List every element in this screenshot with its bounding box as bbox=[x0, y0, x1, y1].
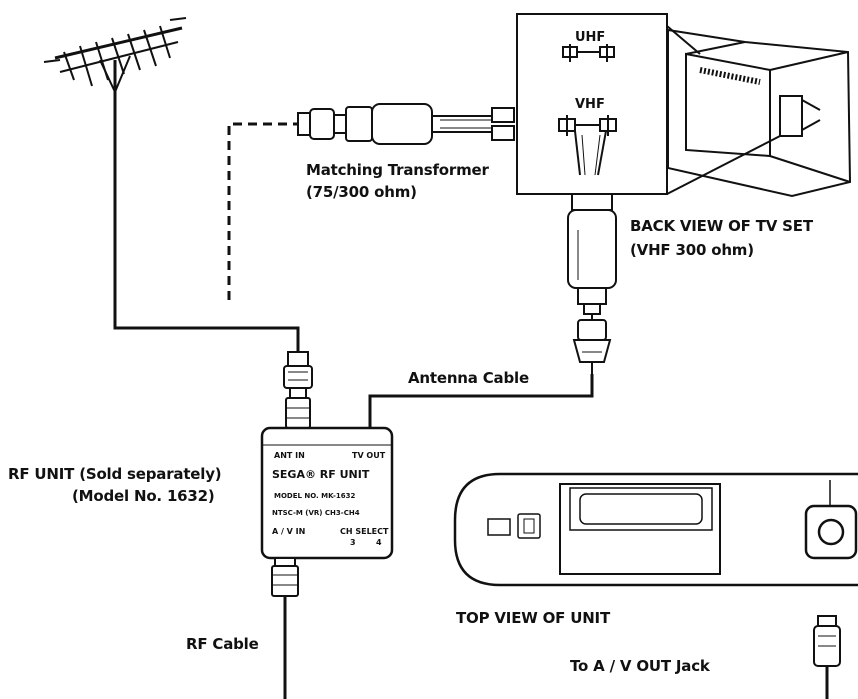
av-in-label: A / V IN bbox=[272, 527, 305, 536]
antenna-cable-line bbox=[368, 374, 594, 436]
ant-in-connector bbox=[283, 351, 313, 429]
av-out-connector bbox=[813, 615, 841, 699]
back-view-spec-label: (VHF 300 ohm) bbox=[630, 241, 754, 259]
rf-brand-label: SEGA® RF UNIT bbox=[272, 468, 370, 481]
tv-out-label: TV OUT bbox=[352, 451, 386, 460]
rf-cable-illustration bbox=[271, 557, 299, 699]
rf-unit-label: RF UNIT (Sold separately) bbox=[8, 465, 222, 483]
av-out-label: To A / V OUT Jack bbox=[570, 657, 710, 675]
rf-unit-model-label: (Model No. 1632) bbox=[72, 487, 215, 505]
matching-transformer-illustration bbox=[297, 103, 515, 145]
tv-terminal-panel bbox=[516, 13, 668, 195]
ant-in-label: ANT IN bbox=[274, 451, 305, 460]
dashed-antenna-lead bbox=[227, 122, 298, 300]
rf-ntsc-label: NTSC-M (VR) CH3-CH4 bbox=[272, 509, 360, 517]
lower-transformer-illustration bbox=[567, 193, 617, 374]
back-view-label: BACK VIEW OF TV SET bbox=[630, 217, 813, 235]
antenna-cable-label: Antenna Cable bbox=[408, 369, 529, 387]
ch-select-label: CH SELECT bbox=[340, 527, 389, 536]
top-view-label: TOP VIEW OF UNIT bbox=[456, 609, 610, 627]
console-top-view bbox=[453, 472, 858, 587]
ch4-label: 4 bbox=[376, 538, 382, 547]
uhf-label: UHF bbox=[575, 30, 605, 45]
ch3-label: 3 bbox=[350, 538, 356, 547]
tv-set-illustration bbox=[666, 25, 852, 198]
rf-cable-label: RF Cable bbox=[186, 635, 259, 653]
transformer-spec-label: (75/300 ohm) bbox=[306, 183, 417, 201]
antenna-to-rf-cable bbox=[113, 318, 300, 352]
antenna-illustration bbox=[43, 17, 187, 318]
vhf-label: VHF bbox=[575, 97, 605, 112]
rf-model-label: MODEL NO. MK-1632 bbox=[274, 492, 355, 500]
matching-transformer-label: Matching Transformer bbox=[306, 161, 489, 179]
rf-unit-box bbox=[260, 426, 394, 560]
